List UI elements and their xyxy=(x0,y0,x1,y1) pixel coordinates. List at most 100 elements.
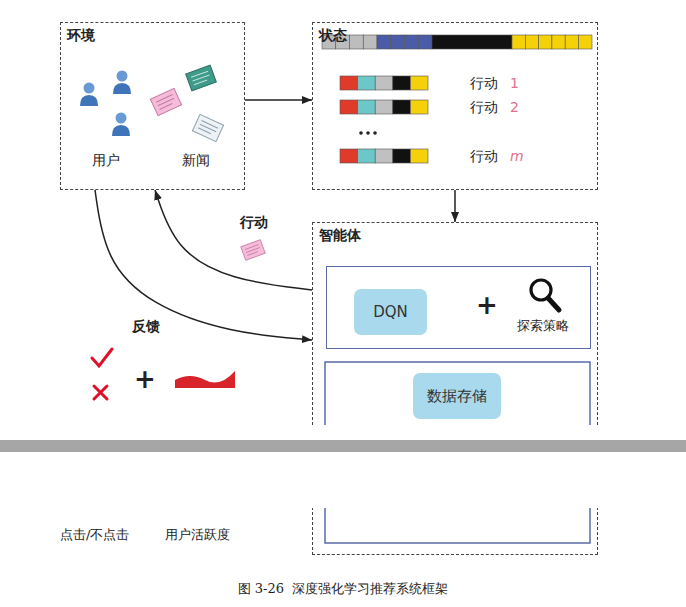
ellipsis-dots xyxy=(359,131,363,135)
news-icon xyxy=(150,88,181,115)
model-box: DQN xyxy=(354,289,427,335)
text-label: 新闻 xyxy=(182,152,210,169)
user-icon xyxy=(117,71,128,82)
cross-mark xyxy=(94,386,107,399)
region-title: 智能体 xyxy=(313,223,597,248)
action-vector xyxy=(393,100,411,114)
action-vector xyxy=(340,149,358,163)
news-icon xyxy=(186,65,217,91)
news-icon xyxy=(192,114,223,141)
ellipsis-dots xyxy=(373,131,377,135)
flow-arrow xyxy=(454,190,456,222)
state-vector xyxy=(350,35,364,49)
action-vector xyxy=(340,100,428,114)
state-vector xyxy=(432,35,512,49)
flow-arrow xyxy=(95,190,312,340)
environment-region: 环境 xyxy=(60,22,245,190)
flow-arrow xyxy=(245,99,312,101)
user-icon xyxy=(112,125,130,136)
news-icon xyxy=(160,104,173,110)
action-vector xyxy=(340,76,428,163)
ellipsis-dots xyxy=(366,131,370,135)
user-icon xyxy=(80,83,98,107)
ellipsis-dots xyxy=(359,131,377,135)
text-label: 1 xyxy=(510,75,519,92)
news-icon xyxy=(186,65,217,91)
user-icon xyxy=(112,113,130,137)
text-label: 行动 xyxy=(470,148,498,165)
node-label: 数据存储 xyxy=(427,387,487,405)
cross-mark xyxy=(94,386,107,399)
action-vector xyxy=(340,76,428,90)
news-icon xyxy=(241,240,265,261)
user-icon xyxy=(80,95,98,106)
news-icon xyxy=(247,252,258,256)
text-label: 用户活跃度 xyxy=(165,527,230,543)
state-vector xyxy=(322,35,592,49)
text-label: 用户 xyxy=(92,152,120,169)
state-vector xyxy=(539,35,552,49)
page-gap xyxy=(0,425,686,508)
page-band xyxy=(0,440,686,452)
action-vector xyxy=(393,76,411,90)
node-label: DQN xyxy=(373,303,408,321)
action-vector xyxy=(410,76,428,90)
edge-label: 行动 xyxy=(238,214,270,231)
text-label: 行动 xyxy=(470,75,498,92)
news-icon xyxy=(202,121,218,129)
user-icon xyxy=(116,113,127,124)
news-icon xyxy=(192,114,223,141)
action-vector xyxy=(375,76,393,90)
action-vector xyxy=(410,100,428,114)
text-label: 2 xyxy=(510,99,519,116)
state-vector xyxy=(405,35,419,49)
flow-arrow xyxy=(155,190,312,290)
text-label: + xyxy=(476,290,498,321)
news-icon xyxy=(158,98,174,106)
news-icon xyxy=(200,124,216,132)
state-vector xyxy=(418,35,432,49)
user-icon xyxy=(113,71,131,95)
news-icon xyxy=(241,240,265,261)
user-icon xyxy=(113,83,131,94)
storage-panel xyxy=(325,362,590,543)
news-icon xyxy=(198,128,211,134)
region-title: 环境 xyxy=(61,23,244,48)
news-icon xyxy=(156,95,172,103)
activity-wave xyxy=(175,371,235,388)
policy-panel: 探索策略DQN xyxy=(326,266,591,349)
news-icon xyxy=(150,88,181,115)
state-region: 状态 xyxy=(312,22,598,190)
state-vector xyxy=(525,35,538,49)
news-icon xyxy=(194,80,207,85)
text-label: 点击/不点击 xyxy=(60,527,129,543)
action-vector xyxy=(393,149,411,163)
user-icon xyxy=(84,83,95,94)
search-icon xyxy=(531,280,559,310)
action-vector xyxy=(358,149,376,163)
state-vector xyxy=(377,35,391,49)
user-icon xyxy=(80,71,131,137)
state-vector xyxy=(512,35,525,49)
action-vector xyxy=(410,149,428,163)
search-icon xyxy=(548,298,559,310)
edge-label: 反馈 xyxy=(130,318,162,335)
text-label: 行动 xyxy=(470,99,498,116)
text-label: + xyxy=(134,364,156,395)
state-vector xyxy=(579,35,593,49)
action-vector xyxy=(358,76,376,90)
action-vector xyxy=(358,100,376,114)
action-vector xyxy=(375,100,393,114)
action-vector xyxy=(340,149,428,163)
action-vector xyxy=(375,149,393,163)
check-mark xyxy=(92,349,112,366)
action-vector xyxy=(340,76,358,90)
state-vector xyxy=(565,35,578,49)
action-vector xyxy=(340,100,358,114)
figure-caption: 图 3-26 深度强化学习推荐系统框架 xyxy=(0,580,686,598)
state-vector xyxy=(552,35,565,49)
storage-box: 数据存储 xyxy=(413,373,501,419)
